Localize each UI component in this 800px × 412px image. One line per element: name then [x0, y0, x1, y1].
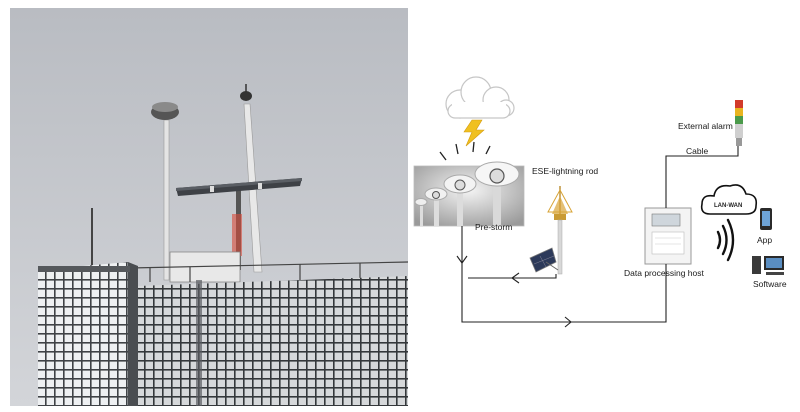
label-ese-lightning-rod: ESE-lightning rod: [532, 166, 599, 176]
arrow-down: [456, 255, 468, 264]
label-cable: Cable: [686, 146, 709, 156]
connection-lines: [461, 146, 739, 323]
label-data-processing-host: Data processing host: [624, 268, 704, 278]
building-left-wall: [38, 262, 128, 406]
arrow-left: [511, 272, 520, 284]
solar-panel-icon: [529, 247, 559, 273]
smartphone-icon: [760, 208, 772, 230]
signal-rays: [439, 141, 491, 161]
wifi-waves-icon: [716, 218, 735, 262]
building-right-wall: [138, 276, 408, 406]
sensor-head-large: [474, 161, 520, 226]
desktop-computer-icon: [752, 256, 784, 275]
arrow-right: [564, 316, 572, 328]
label-lan-wan: LAN-WAN: [714, 203, 743, 209]
label-pre-storm: Pre-storm: [475, 222, 513, 232]
solar-panel-assembly: [176, 178, 302, 270]
sensor-pole: [151, 102, 179, 281]
drain-pipe: [196, 280, 202, 406]
cloud-lightning-icon: [445, 76, 515, 147]
sensor-image-panel: [413, 161, 525, 227]
alarm-tower-icon: [735, 100, 743, 146]
label-external-alarm: External alarm: [678, 121, 733, 131]
sensor-head-medium: [443, 174, 477, 226]
host-cabinet-icon: [644, 207, 692, 265]
roof-railing: [129, 261, 409, 282]
flow-arrows: [456, 255, 572, 328]
cloud-icon: [700, 184, 758, 215]
label-app: App: [757, 235, 773, 245]
label-software: Software: [753, 279, 787, 289]
ese-lightning-rod-icon: [547, 186, 573, 275]
sensor-head-tiny: [414, 198, 428, 226]
site-photo: [10, 8, 409, 406]
sensor-head-small: [424, 187, 448, 226]
